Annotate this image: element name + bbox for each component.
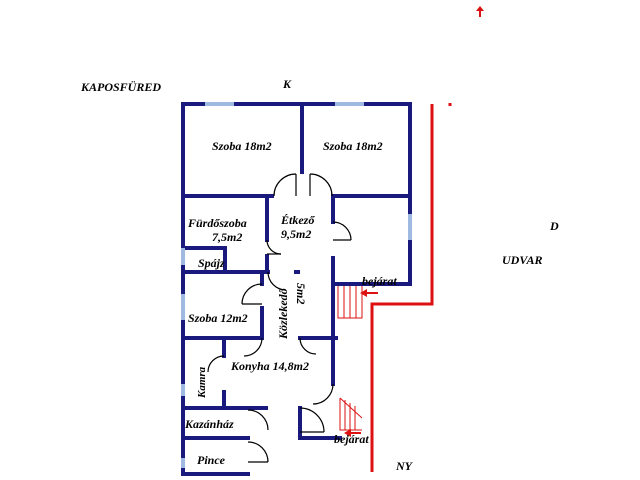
room-label-kazanhaz: Kazánház [184, 417, 234, 431]
room-label-konyha: Konyha 14,8m2 [230, 359, 309, 373]
stairs-lower [339, 397, 363, 431]
door-arc [332, 221, 352, 241]
room-label-szoba-1: Szoba 18m2 [212, 139, 272, 153]
door-arc [299, 407, 325, 433]
door-arc [267, 271, 287, 291]
door-arc [266, 239, 282, 255]
entrance-label-lower: bejárat [334, 432, 369, 446]
doors [207, 173, 352, 463]
walls [181, 102, 412, 476]
room-label-etkezo-title: Étkező [280, 213, 315, 227]
entrance-label-upper: bejárat [362, 274, 397, 288]
room-label-kozlekedo-title: Közlekedő [276, 287, 290, 340]
door-arc [299, 337, 317, 355]
east-label: D [549, 219, 559, 233]
door-arc [312, 383, 334, 405]
entrance-arrow-icon [344, 429, 361, 437]
door-arc [247, 409, 269, 431]
room-label-kozlekedo-area: 5m2 [294, 283, 308, 304]
west-label: NY [395, 459, 414, 473]
windows [181, 102, 412, 468]
room-label-szoba-3: Szoba 12m2 [188, 311, 248, 325]
room-label-spajz: Spájz [198, 256, 225, 270]
yard-label: UDVAR [502, 253, 542, 267]
place-label: KAPOSFÜRED [80, 80, 161, 94]
north-label: K [282, 77, 292, 91]
door-arc [241, 283, 263, 305]
room-label-furdo-title: Fürdőszoba [187, 216, 247, 230]
door-arc [247, 441, 269, 463]
room-label-furdo-area: 7,5m2 [212, 230, 242, 244]
door-arc [273, 173, 297, 197]
stairs-upper [337, 282, 363, 319]
door-arc [243, 337, 263, 357]
room-label-etkezo-area: 9,5m2 [281, 227, 311, 241]
room-label-pince: Pince [197, 453, 226, 467]
north-arrow-icon [476, 6, 484, 17]
property-boundary [370, 103, 452, 472]
door-arc [207, 355, 225, 373]
entrance-arrow-icon [360, 289, 378, 297]
room-label-kamra: Kamra [196, 366, 208, 399]
room-label-szoba-2: Szoba 18m2 [323, 139, 383, 153]
door-arc [309, 173, 333, 197]
